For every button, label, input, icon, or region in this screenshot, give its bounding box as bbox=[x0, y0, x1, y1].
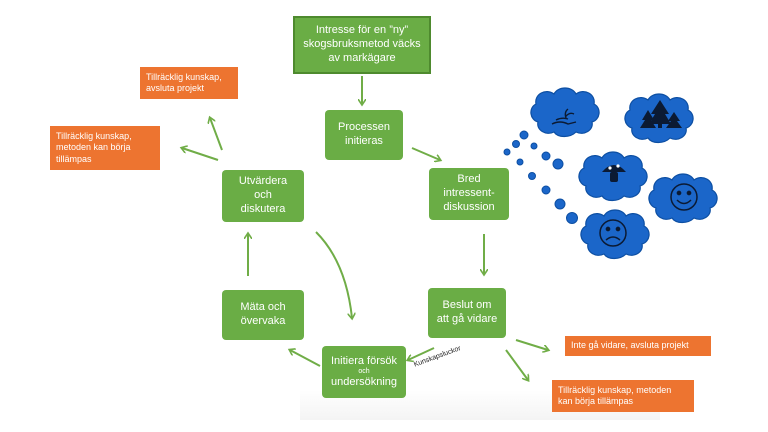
outcome-enough-stop-label: Tillräcklig kunskap, avsluta projekt bbox=[146, 71, 222, 93]
step-evaluate-label: Utvärdera och diskutera bbox=[238, 175, 288, 215]
outcome-no-go-label: Inte gå vidare, avsluta projekt bbox=[571, 340, 689, 351]
arrow-initiate-to-discussion bbox=[411, 147, 440, 160]
step-initiate-label: Processen initieras bbox=[338, 121, 390, 147]
arrow-decision-to-trial bbox=[408, 347, 435, 360]
thought-cloud-sad bbox=[580, 209, 650, 260]
sad-face-icon bbox=[599, 219, 627, 247]
step-decision: Beslut om att gå vidare bbox=[428, 288, 506, 338]
thought-bubble-dot bbox=[566, 212, 578, 224]
thought-bubble-dot bbox=[552, 158, 564, 170]
step-discussion-label: Bred intressent- diskussion bbox=[443, 173, 495, 213]
thought-bubble-dot bbox=[541, 185, 551, 195]
step-trial-label-2: och bbox=[358, 367, 370, 375]
arrow-decision-to-apply-right bbox=[505, 349, 528, 380]
step-start-label: Intresse för en ”ny” skogsbruksmetod väc… bbox=[303, 24, 421, 64]
thought-cloud-happy bbox=[648, 173, 718, 224]
thought-bubble-dot bbox=[554, 198, 566, 210]
outcome-enough-apply-right: Tillräcklig kunskap, metoden kan börja t… bbox=[552, 380, 694, 412]
forest-icon bbox=[640, 100, 682, 128]
thought-bubble-dot bbox=[503, 148, 511, 156]
step-start: Intresse för en ”ny” skogsbruksmetod väc… bbox=[293, 16, 431, 74]
arrow-evaluate-to-apply bbox=[182, 148, 219, 161]
step-measure-label: Mäta och övervaka bbox=[240, 301, 286, 327]
arrow-evaluate-to-trial bbox=[315, 231, 352, 318]
outcome-enough-apply-label: Tillräcklig kunskap, metoden kan börja t… bbox=[56, 131, 132, 164]
outcome-enough-apply: Tillräcklig kunskap, metoden kan börja t… bbox=[50, 126, 160, 170]
step-discussion: Bred intressent- diskussion bbox=[429, 168, 509, 220]
thought-bubble-dot bbox=[541, 151, 551, 161]
step-trial-label-3: undersökning bbox=[330, 376, 398, 389]
mushroom-icon bbox=[602, 164, 626, 182]
arrow-decision-to-no-go bbox=[515, 339, 548, 350]
happy-face-icon bbox=[670, 183, 698, 211]
thought-bubble-dot bbox=[530, 142, 538, 150]
thought-bubble-dot bbox=[516, 158, 524, 166]
step-measure: Mäta och övervaka bbox=[222, 290, 304, 340]
outcome-enough-stop: Tillräcklig kunskap, avsluta projekt bbox=[140, 67, 238, 99]
hand-sprout-icon bbox=[551, 108, 577, 125]
thought-bubble-dot bbox=[528, 172, 536, 180]
step-decision-label: Beslut om att gå vidare bbox=[436, 299, 498, 325]
thought-bubble-dot bbox=[512, 140, 520, 148]
step-trial: Initiera försök och undersökning bbox=[322, 346, 406, 398]
thought-bubble-dot bbox=[519, 130, 529, 140]
arrow-evaluate-to-stop bbox=[210, 118, 223, 151]
step-initiate: Processen initieras bbox=[325, 110, 403, 160]
step-evaluate: Utvärdera och diskutera bbox=[222, 170, 304, 222]
arrow-trial-to-measure bbox=[290, 350, 321, 367]
outcome-no-go: Inte gå vidare, avsluta projekt bbox=[565, 336, 711, 356]
step-trial-label-1: Initiera försök bbox=[330, 354, 398, 367]
outcome-enough-apply-right-label: Tillräcklig kunskap, metoden kan börja t… bbox=[558, 384, 672, 406]
